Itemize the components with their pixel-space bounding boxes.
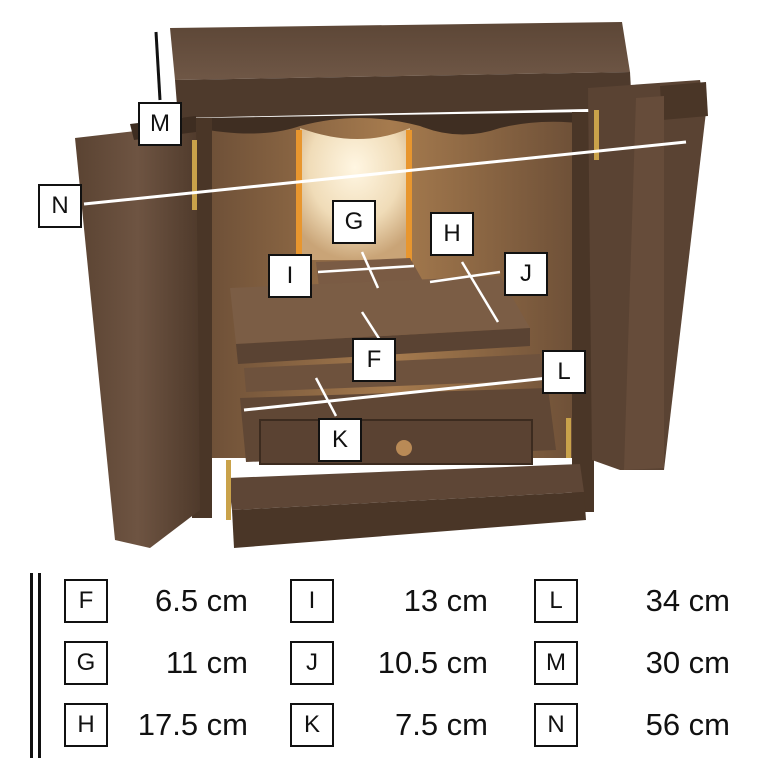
dim-line-J [429,270,501,284]
legend-key-j: J [290,641,334,685]
legend-key-g: G [64,641,108,685]
callout-h: H [430,212,474,256]
legend-bar-1 [30,573,33,758]
legend-key-i: I [290,579,334,623]
drawer [259,419,533,465]
dimension-legend: F 6.5 cm I 13 cm L 34 cm G 11 cm J 10.5 … [0,565,768,768]
legend-key-l: L [534,579,578,623]
light-edge-left [296,130,302,270]
hinge-right-top [594,110,599,160]
drawer-knob [396,440,412,456]
legend-value-m: 30 cm [645,645,730,680]
callout-m: M [138,102,182,146]
legend-key-n: N [534,703,578,747]
callout-l: L [542,350,586,394]
left-door [75,124,200,548]
dim-line-H [460,261,500,323]
altar-cabinet-illustration: M N G H I J F L K [38,22,708,548]
frame-right [572,112,594,512]
callout-i: I [268,254,312,298]
base-front [232,492,586,548]
callout-f: F [352,338,396,382]
light-panel [300,128,410,260]
light-edge-right [406,130,412,270]
callout-g: G [332,200,376,244]
hinge-right-bottom [566,418,571,458]
legend-key-m: M [534,641,578,685]
dim-line-M [154,31,162,101]
legend-value-j: 10.5 cm [377,645,488,680]
dim-line-N [83,140,687,206]
hinge-left-top [192,140,197,210]
legend-key-f: F [64,579,108,623]
legend-bar-2 [38,573,41,758]
valance [196,112,588,135]
callout-n: N [38,184,82,228]
cabinet-svg [75,22,708,548]
dim-line-G [360,251,380,289]
base-top [228,464,584,510]
legend-value-h: 17.5 cm [137,707,248,742]
legend-value-l: 34 cm [645,583,730,618]
cabinet-top [170,22,630,80]
dim-line-K [314,377,338,417]
callout-j: J [504,252,548,296]
legend-value-n: 56 cm [645,707,730,742]
legend-value-i: 13 cm [403,583,488,618]
cabinet-top-front [175,72,632,118]
hinge-left-bottom [226,460,231,520]
dim-line-F [360,311,382,341]
legend-key-k: K [290,703,334,747]
legend-value-g: 11 cm [165,645,248,680]
callout-k: K [318,418,362,462]
dim-line-L [243,376,549,412]
legend-value-f: 6.5 cm [154,583,248,618]
legend-value-k: 7.5 cm [394,707,488,742]
legend-key-h: H [64,703,108,747]
dim-line-I [317,264,415,274]
